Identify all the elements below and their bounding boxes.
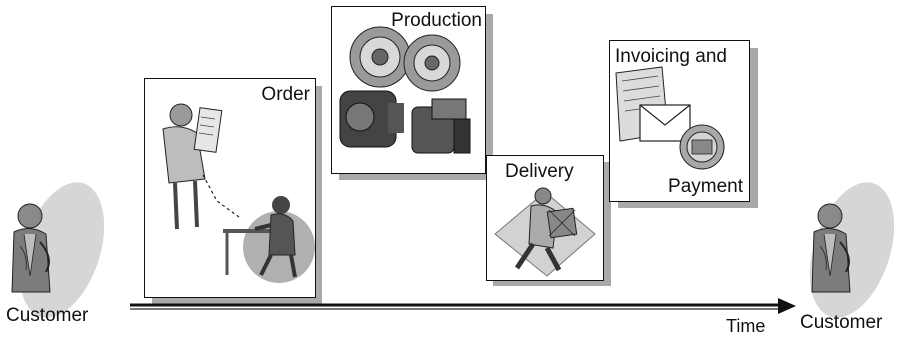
invoicing-card: Invoicing and Payment xyxy=(609,40,750,202)
payment-title: Payment xyxy=(668,176,743,197)
production-title: Production xyxy=(391,10,482,31)
customer-end: Customer xyxy=(790,180,903,333)
delivery-person-icon xyxy=(494,187,596,277)
customer-end-label: Customer xyxy=(800,312,883,333)
invoice-payment-icon xyxy=(615,66,725,170)
production-card: Production xyxy=(331,6,486,174)
delivery-title: Delivery xyxy=(505,161,574,182)
timeline-label: Time xyxy=(726,316,766,336)
order-card: Order xyxy=(144,78,316,298)
gears-machinery-icon xyxy=(339,26,471,154)
order-title: Order xyxy=(261,84,310,105)
order-clerk-icon xyxy=(162,103,315,283)
customer-figure-icon xyxy=(11,182,105,318)
delivery-card: Delivery xyxy=(486,155,604,281)
customer-start-label: Customer xyxy=(6,305,89,326)
invoicing-title: Invoicing and xyxy=(615,46,727,67)
customer-start: Customer xyxy=(0,180,120,330)
customer-figure-icon xyxy=(809,182,895,318)
